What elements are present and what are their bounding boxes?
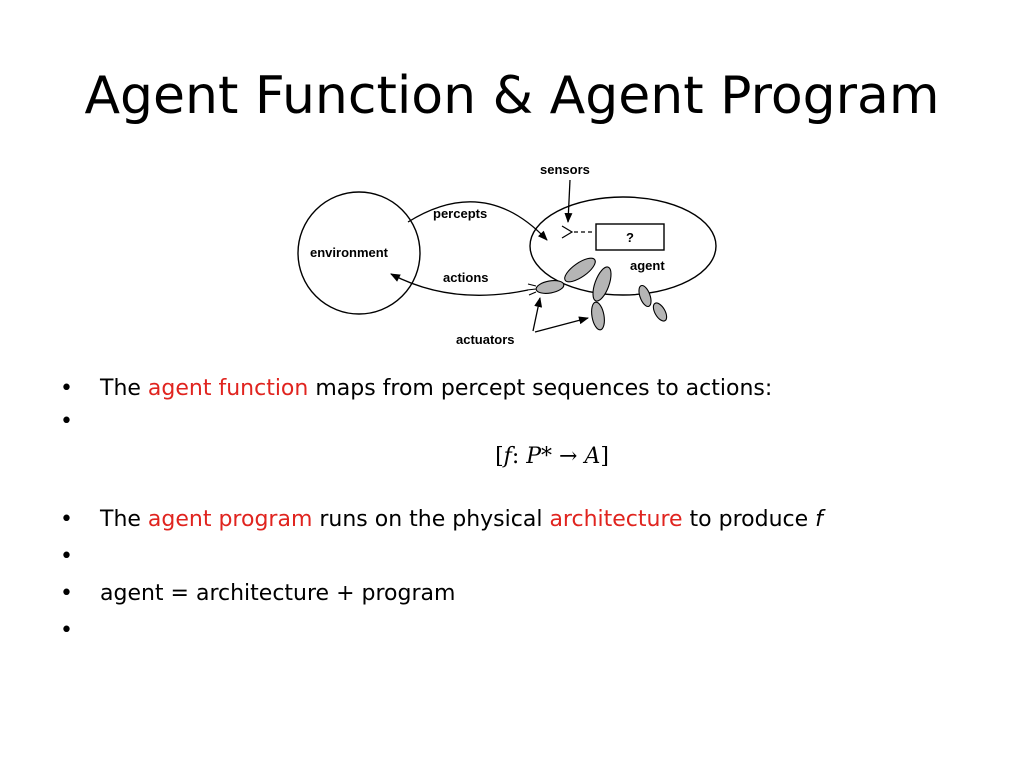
bullet-agent-equation: • agent = architecture + program	[60, 575, 1000, 612]
bullet-marker: •	[60, 507, 73, 532]
bullet-marker: •	[60, 544, 73, 569]
bullet-empty-1: •	[60, 407, 1000, 437]
sensors-arrow	[564, 179, 573, 223]
highlight-agent-function: agent function	[147, 376, 309, 401]
formula-colon: :	[511, 444, 527, 469]
actuator-leg2-lower	[652, 302, 668, 322]
actuator-leg-lower	[591, 301, 605, 331]
formula-a: A	[584, 444, 601, 469]
environment-label: environment	[310, 245, 389, 260]
formula-open: [	[495, 444, 504, 469]
spacer	[60, 477, 1000, 501]
actuators-arrow-2	[534, 316, 589, 333]
sensors-label: sensors	[540, 162, 590, 177]
bullet-text-f: f	[815, 507, 823, 532]
actuator-hand-icon	[526, 283, 537, 296]
bullet-text-pre: The	[100, 507, 148, 532]
bullet-marker: •	[60, 581, 73, 606]
eye-sensor-icon	[561, 225, 574, 239]
agent-program-box	[595, 223, 665, 251]
actions-label: actions	[443, 270, 489, 285]
agent-ellipse	[529, 196, 717, 296]
actuator-leg2-upper	[638, 284, 652, 308]
bullet-agent-function: • The agent function maps from percept s…	[60, 370, 1000, 407]
actions-arrow	[390, 273, 529, 296]
slide-title: Agent Function & Agent Program	[84, 66, 940, 126]
agent-function-formula: [f: P* → A]	[60, 437, 1000, 477]
agent-environment-diagram: environment ? agent percepts actions sen…	[297, 162, 717, 347]
formula-p: P	[526, 444, 542, 469]
bullet-agent-program: • The agent program runs on the physical…	[60, 501, 1000, 538]
percepts-label: percepts	[433, 206, 487, 221]
bullet-text-pre: The	[100, 376, 148, 401]
formula-f: f	[503, 444, 512, 469]
formula-arrow: →	[552, 444, 585, 469]
actuators-label: actuators	[456, 332, 515, 347]
formula-close: ]	[600, 444, 609, 469]
actuators-arrow-1	[532, 297, 543, 332]
percepts-arrow	[407, 201, 548, 241]
bullet-empty-2: •	[60, 538, 1000, 575]
bullet-marker: •	[60, 376, 73, 401]
bullet-empty-3: •	[60, 612, 1000, 649]
bullet-list: • The agent function maps from percept s…	[60, 370, 1000, 649]
formula-star: *	[541, 444, 553, 469]
bullet-marker: •	[60, 618, 73, 643]
actuator-leg-upper	[592, 266, 612, 302]
environment-circle	[297, 191, 421, 315]
actuator-upper-arm	[564, 257, 596, 283]
bullet-marker: •	[60, 409, 73, 434]
agent-label: agent	[630, 258, 665, 273]
bullet-text-mid: runs on the physical	[312, 507, 550, 532]
bullet-text-post: maps from percept sequences to actions:	[308, 376, 773, 401]
bullet-text: agent = architecture + program	[100, 581, 456, 606]
agent-program-question: ?	[626, 230, 634, 245]
highlight-architecture: architecture	[549, 507, 683, 532]
actuator-forearm	[535, 280, 565, 294]
highlight-agent-program: agent program	[147, 507, 313, 532]
bullet-text-post: to produce	[682, 507, 816, 532]
